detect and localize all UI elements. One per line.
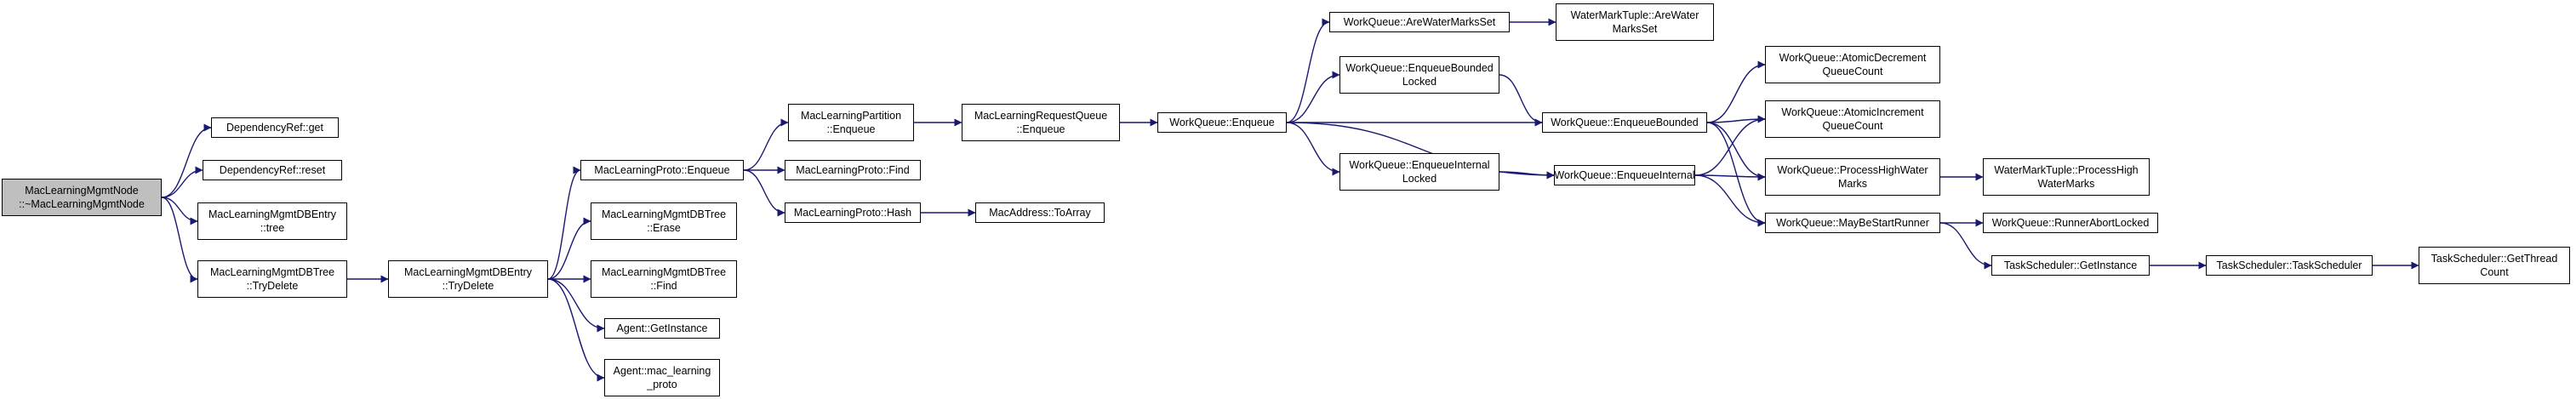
- node-dependencyref-get[interactable]: DependencyRef::get: [211, 117, 339, 138]
- node-workqueue-enqueueinternal-locked[interactable]: WorkQueue::EnqueueInternal Locked: [1339, 153, 1499, 191]
- node-label: MacLearningProto::Find: [796, 164, 910, 176]
- node-label: WorkQueue::EnqueueBounded Locked: [1345, 62, 1494, 88]
- edge-root-to-tree_trydelete: [161, 197, 198, 283]
- node-partition-enqueue[interactable]: MacLearningPartition ::Enqueue: [788, 104, 914, 141]
- node-root-label: MacLearningMgmtNode ::~MacLearningMgmtNo…: [19, 185, 145, 210]
- node-proto-hash[interactable]: MacLearningProto::Hash: [785, 202, 921, 223]
- node-entry-trydelete[interactable]: MacLearningMgmtDBEntry ::TryDelete: [388, 260, 548, 298]
- node-label: WorkQueue::EnqueueInternal: [1554, 169, 1695, 181]
- node-label: WorkQueue::Enqueue: [1169, 117, 1275, 128]
- node-workqueue-enqueuebounded[interactable]: WorkQueue::EnqueueBounded: [1542, 112, 1707, 133]
- node-label: DependencyRef::reset: [219, 164, 326, 176]
- node-label: MacLearningProto::Hash: [793, 207, 912, 219]
- node-label: TaskScheduler::GetInstance: [2003, 259, 2138, 271]
- edge-wq_enqueue-to-wq_enqinternal: [1286, 122, 1555, 180]
- edge-entry_trydelete-to-tree_erase: [547, 217, 591, 280]
- edge-entry_trydelete-to-agent_mac: [547, 278, 605, 382]
- node-workqueue-runnerabortlocked[interactable]: WorkQueue::RunnerAbortLocked: [1983, 213, 2158, 233]
- node-requestqueue-enqueue[interactable]: MacLearningRequestQueue ::Enqueue: [962, 104, 1120, 141]
- node-watermarktuple-processhighwatermarks[interactable]: WaterMarkTuple::ProcessHigh WaterMarks: [1983, 158, 2150, 196]
- node-label: WorkQueue::EnqueueBounded: [1551, 117, 1699, 128]
- edge-wq_enqinternal_locked-to-wq_enqinternal: [1499, 171, 1555, 180]
- edge-wq_enqueue-to-wq_enqinternal_locked: [1286, 122, 1340, 176]
- node-dependencyref-reset[interactable]: DependencyRef::reset: [203, 160, 342, 180]
- node-tree-erase[interactable]: MacLearningMgmtDBTree ::Erase: [591, 202, 737, 240]
- node-label: TaskScheduler::TaskScheduler: [2216, 259, 2362, 271]
- node-label: MacLearningPartition ::Enqueue: [800, 110, 902, 135]
- node-workqueue-enqueueinternal[interactable]: WorkQueue::EnqueueInternal: [1554, 165, 1695, 185]
- edge-proto_enqueue-to-partition_enqueue: [743, 118, 789, 171]
- node-agent-mac-learning-proto[interactable]: Agent::mac_learning _proto: [604, 359, 720, 396]
- node-label: WaterMarkTuple::AreWater MarksSet: [1570, 9, 1699, 35]
- edge-wq_enqbounded-to-wq_atomic_dec: [1706, 60, 1766, 123]
- edge-wq_enqbounded-to-wq_processhigh: [1706, 122, 1766, 181]
- node-taskscheduler-getthreadcount[interactable]: TaskScheduler::GetThread Count: [2419, 247, 2570, 284]
- edge-wq_enqbounded_locked-to-wq_enqbounded: [1499, 74, 1543, 127]
- edge-proto_enqueue-to-proto_hash: [743, 169, 785, 217]
- edge-wq_enqbounded-to-wq_maybestart: [1706, 122, 1766, 227]
- node-label: TaskScheduler::GetThread Count: [2430, 253, 2558, 278]
- node-root: MacLearningMgmtNode ::~MacLearningMgmtNo…: [2, 179, 162, 216]
- node-label: MacLearningMgmtDBEntry ::TryDelete: [403, 266, 533, 292]
- node-label: WorkQueue::RunnerAbortLocked: [1991, 217, 2150, 229]
- node-label: MacLearningMgmtDBTree ::TryDelete: [209, 266, 335, 292]
- node-label: WorkQueue::AtomicIncrement QueueCount: [1781, 106, 1924, 132]
- node-label: Agent::GetInstance: [616, 322, 708, 334]
- node-label: MacLearningRequestQueue ::Enqueue: [974, 110, 1108, 135]
- node-proto-find[interactable]: MacLearningProto::Find: [785, 160, 921, 180]
- node-proto-enqueue[interactable]: MacLearningProto::Enqueue: [580, 160, 744, 180]
- node-label: Agent::mac_learning _proto: [613, 365, 711, 390]
- edge-root-to-dep_reset: [161, 166, 203, 198]
- node-tree-trydelete[interactable]: MacLearningMgmtDBTree ::TryDelete: [197, 260, 347, 298]
- node-label: WorkQueue::MayBeStartRunner: [1776, 217, 1929, 229]
- edge-wq_enqueue-to-wq_arewatermarksset: [1286, 18, 1330, 123]
- node-workqueue-enqueuebounded-locked[interactable]: WorkQueue::EnqueueBounded Locked: [1339, 56, 1499, 94]
- node-label: WorkQueue::ProcessHighWater Marks: [1777, 164, 1928, 190]
- node-taskscheduler-getinstance[interactable]: TaskScheduler::GetInstance: [1991, 255, 2150, 276]
- node-workqueue-arewatermarksset[interactable]: WorkQueue::AreWaterMarksSet: [1329, 12, 1510, 32]
- node-label: DependencyRef::get: [226, 122, 323, 134]
- edge-wq_enqinternal-to-wq_maybestart: [1694, 174, 1766, 227]
- node-label: WaterMarkTuple::ProcessHigh WaterMarks: [1994, 164, 2139, 190]
- node-workqueue-atomicdecrement[interactable]: WorkQueue::AtomicDecrement QueueCount: [1765, 46, 1940, 83]
- edge-root-to-entry_tree: [161, 197, 198, 225]
- edge-wq_maybestart-to-ts_getinstance: [1939, 222, 1992, 270]
- node-label: MacAddress::ToArray: [989, 207, 1091, 219]
- edge-wq_enqinternal-to-wq_processhigh: [1694, 173, 1766, 181]
- node-label: MacLearningProto::Enqueue: [594, 164, 730, 176]
- node-label: WorkQueue::AtomicDecrement QueueCount: [1779, 52, 1927, 77]
- node-macaddress-toarray[interactable]: MacAddress::ToArray: [975, 202, 1105, 223]
- node-label: MacLearningMgmtDBEntry ::tree: [208, 208, 337, 234]
- node-taskscheduler-taskscheduler[interactable]: TaskScheduler::TaskScheduler: [2206, 255, 2373, 276]
- node-workqueue-atomicincrement[interactable]: WorkQueue::AtomicIncrement QueueCount: [1765, 100, 1940, 138]
- node-label: MacLearningMgmtDBTree ::Erase: [601, 208, 727, 234]
- edge-wq_enqinternal-to-wq_atomic_inc: [1694, 115, 1766, 176]
- node-label: WorkQueue::AreWaterMarksSet: [1343, 16, 1496, 28]
- node-label: WorkQueue::EnqueueInternal Locked: [1349, 159, 1490, 185]
- node-workqueue-enqueue[interactable]: WorkQueue::Enqueue: [1157, 112, 1287, 133]
- node-label: MacLearningMgmtDBTree ::Find: [601, 266, 727, 292]
- node-workqueue-processhighwatermarks[interactable]: WorkQueue::ProcessHighWater Marks: [1765, 158, 1940, 196]
- edge-root-to-dep_get: [161, 123, 212, 198]
- edge-wq_enqueue-to-wq_enqbounded_locked: [1286, 71, 1340, 123]
- node-agent-getinstance[interactable]: Agent::GetInstance: [604, 318, 720, 339]
- node-entry-tree[interactable]: MacLearningMgmtDBEntry ::tree: [197, 202, 347, 240]
- edge-entry_trydelete-to-proto_enqueue: [547, 166, 581, 280]
- node-tree-find[interactable]: MacLearningMgmtDBTree ::Find: [591, 260, 737, 298]
- node-watermarktuple-arewatermarksset[interactable]: WaterMarkTuple::AreWater MarksSet: [1556, 3, 1714, 41]
- node-workqueue-maybestartrunner[interactable]: WorkQueue::MayBeStartRunner: [1765, 213, 1940, 233]
- edge-entry_trydelete-to-agent_getinstance: [547, 278, 605, 333]
